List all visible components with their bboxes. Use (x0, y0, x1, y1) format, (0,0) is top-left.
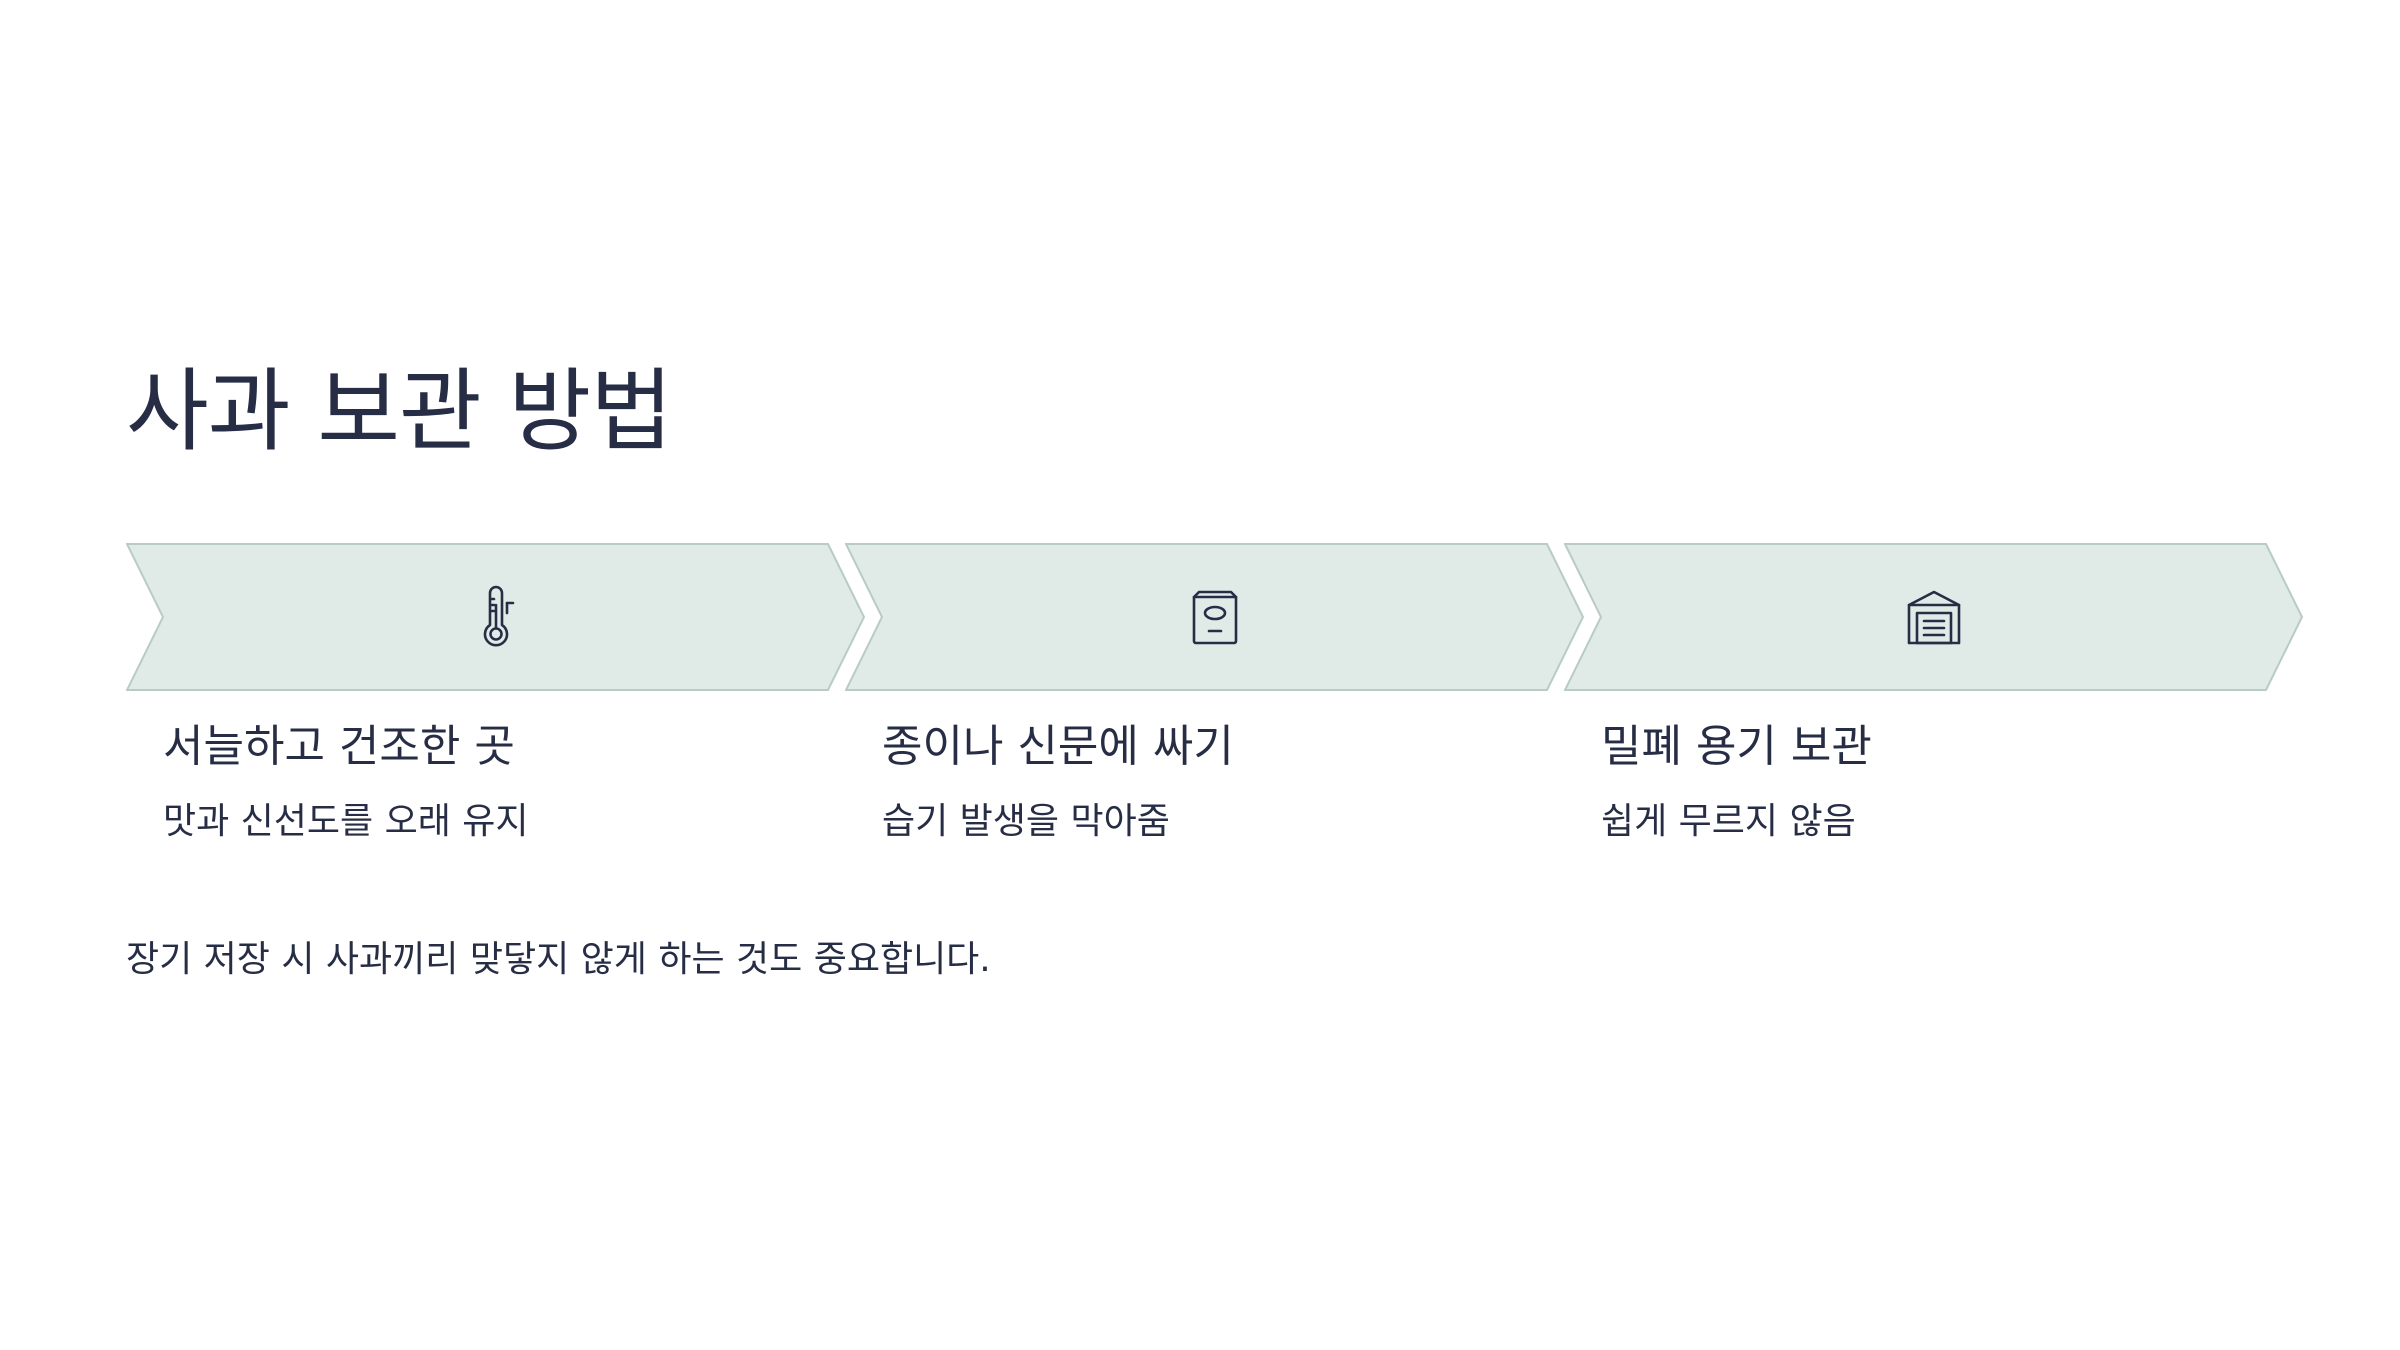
step-2-chevron (845, 543, 1585, 691)
step-2-heading: 종이나 신문에 싸기 (882, 721, 1234, 772)
step-3-chevron (1564, 543, 2304, 691)
slide-title: 사과 보관 방법 (126, 359, 673, 464)
step-3-description: 쉽게 무르지 않음 (1601, 801, 1856, 842)
step-1-description: 맛과 신선도를 오래 유지 (163, 801, 529, 842)
step-1: 서늘하고 건조한 곳 맛과 신선도를 오래 유지 (126, 543, 866, 893)
thermometer-icon (462, 583, 530, 651)
storage-container-icon (1900, 583, 1968, 651)
step-1-heading: 서늘하고 건조한 곳 (163, 721, 515, 772)
step-2-description: 습기 발생을 막아줌 (882, 801, 1170, 842)
step-2: 종이나 신문에 싸기 습기 발생을 막아줌 (845, 543, 1585, 893)
paper-bag-icon (1181, 583, 1249, 651)
step-3-heading: 밀폐 용기 보관 (1601, 721, 1872, 772)
step-3: 밀폐 용기 보관 쉽게 무르지 않음 (1564, 543, 2304, 893)
footer-note: 장기 저장 시 사과끼리 맞닿지 않게 하는 것도 중요합니다. (126, 939, 991, 980)
